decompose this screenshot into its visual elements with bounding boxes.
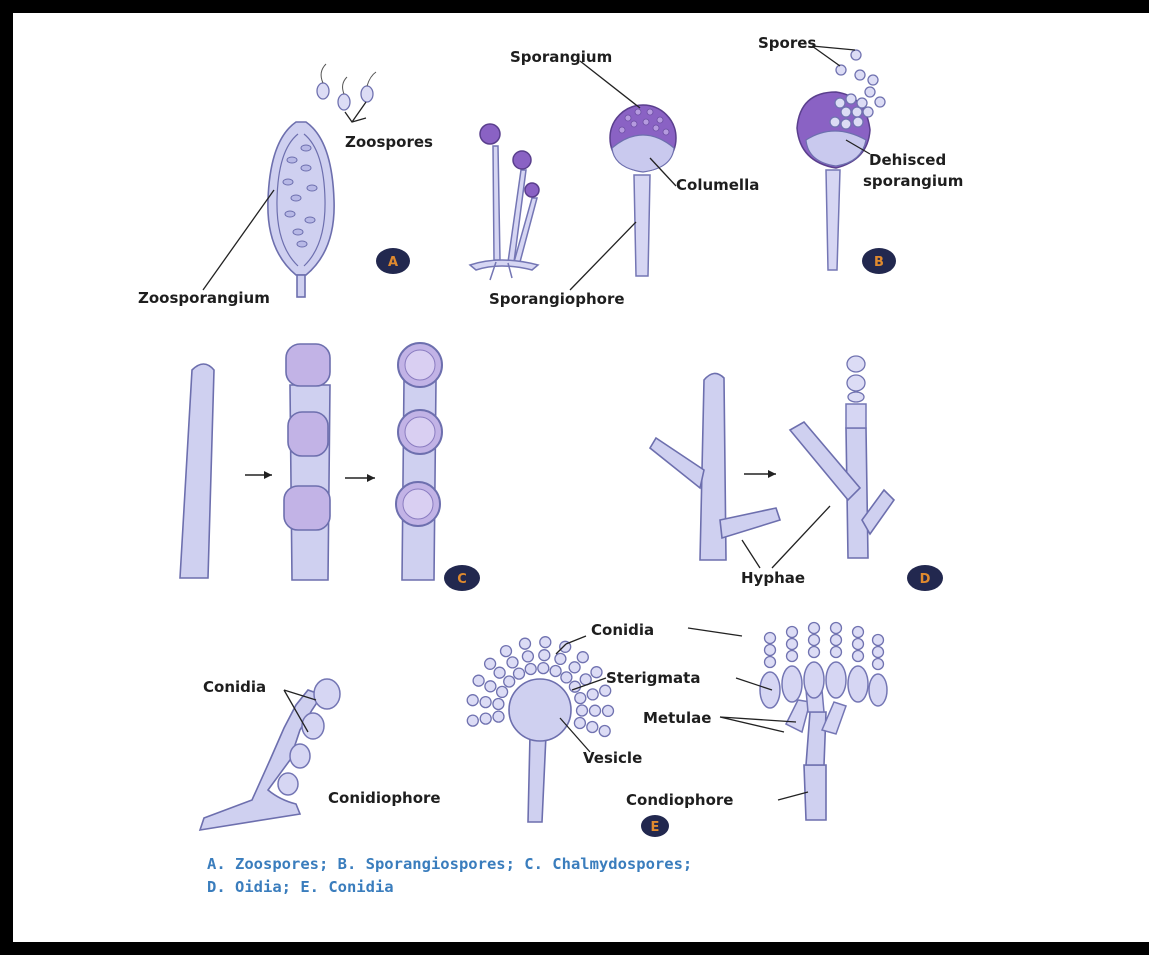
conidium-spore — [574, 718, 585, 729]
conidium-spore — [873, 635, 884, 646]
conidium-spore — [569, 681, 580, 692]
conidium-spore — [485, 681, 496, 692]
conidium-spore — [765, 633, 776, 644]
conidia-top-label: Conidia — [591, 621, 654, 639]
conidium-spore — [540, 637, 551, 648]
zoospores-illustration — [317, 64, 376, 110]
conidium-spore — [538, 663, 549, 674]
conidium-spore — [809, 647, 820, 658]
spores-label: Spores — [758, 34, 816, 52]
conidium-spore — [539, 650, 550, 661]
conidium-spore — [603, 705, 614, 716]
conidium-spore — [569, 662, 580, 673]
conidia-chain-illustration — [200, 679, 340, 830]
conidium-spore — [591, 667, 602, 678]
vesicle-conidiophore-illustration — [467, 637, 613, 822]
conidium-spore — [480, 697, 491, 708]
conidium-spore — [853, 651, 864, 662]
conidiophore-label: Conidiophore — [328, 789, 441, 807]
badge-b: B — [862, 248, 896, 274]
vesicle-label: Vesicle — [583, 749, 642, 767]
svg-text:E: E — [651, 820, 660, 835]
conidium-spore — [853, 627, 864, 638]
conidium-spore — [831, 623, 842, 634]
panel-d: Hyphae D — [650, 356, 943, 591]
panel-b: Sporangium Columella Sporangiophore Spor… — [489, 34, 963, 308]
conidium-spore — [809, 635, 820, 646]
conidium-spore — [765, 657, 776, 668]
sporangium-illustration — [610, 105, 676, 276]
conidium-spore — [507, 657, 518, 668]
sporangiophore-label: Sporangiophore — [489, 290, 625, 308]
conidium-spore — [485, 658, 496, 669]
conidium-spore — [765, 645, 776, 656]
conidium-spore — [873, 659, 884, 670]
conidium-spore — [525, 664, 536, 675]
conidium-spore — [577, 705, 588, 716]
conidia-left-label: Conidia — [203, 678, 266, 696]
conidium-spore — [555, 653, 566, 664]
conidium-spore — [467, 695, 478, 706]
conidium-spore — [599, 726, 610, 737]
hypha-before — [650, 373, 780, 560]
sterigmata-label: Sterigmata — [606, 669, 700, 687]
badge-d: D — [907, 565, 943, 591]
conidium-spore — [480, 713, 491, 724]
sporangium-label: Sporangium — [510, 48, 612, 66]
badge-e: E — [641, 815, 669, 837]
caption-line-1: A. Zoospores; B. Sporangiospores; C. Cha… — [207, 855, 692, 873]
metulae-label: Metulae — [643, 709, 711, 727]
zoosporangium-illustration — [268, 122, 334, 297]
conidium-spore — [787, 627, 798, 638]
conidium-spore — [873, 647, 884, 658]
conidium-spore — [514, 668, 525, 679]
hypha-after — [790, 356, 894, 558]
conidium-spore — [575, 693, 586, 704]
caption-line-2: D. Oidia; E. Conidia — [207, 878, 394, 896]
dehisced-label-line2: sporangium — [863, 172, 963, 190]
conidium-spore — [787, 651, 798, 662]
sporangiophore-cluster — [470, 124, 539, 280]
conidium-spore — [522, 651, 533, 662]
zoospores-label: Zoospores — [345, 133, 433, 151]
condiophore-label: Condiophore — [626, 791, 733, 809]
conidium-spore — [561, 672, 572, 683]
conidium-spore — [831, 647, 842, 658]
badge-a: A — [376, 248, 410, 274]
conidium-spore — [501, 646, 512, 657]
conidium-spore — [577, 652, 588, 663]
panel-e: Conidia Sterigmata Vesicle Conidiophore … — [200, 621, 887, 837]
panel-a: Zoospores Zoosporangium A — [138, 64, 539, 307]
conidium-spore — [587, 689, 598, 700]
conidium-spore — [831, 635, 842, 646]
conidium-spore — [787, 639, 798, 650]
columella-label: Columella — [676, 176, 759, 194]
conidium-spore — [550, 666, 561, 677]
conidium-spore — [493, 699, 504, 710]
svg-text:D: D — [920, 572, 931, 587]
zoosporangium-label: Zoosporangium — [138, 289, 270, 307]
conidium-spore — [853, 639, 864, 650]
conidium-spore — [809, 623, 820, 634]
conidium-spore — [587, 722, 598, 733]
conidium-spore — [497, 686, 508, 697]
conidium-spore — [493, 711, 504, 722]
conidium-spore — [467, 715, 478, 726]
hyphae-label: Hyphae — [741, 569, 805, 587]
conidium-spore — [590, 705, 601, 716]
dehisced-label-line1: Dehisced — [869, 151, 946, 169]
conidium-spore — [520, 638, 531, 649]
conidium-spore — [504, 676, 515, 687]
svg-text:C: C — [457, 572, 467, 587]
svg-text:B: B — [874, 255, 884, 270]
badge-c: C — [444, 565, 480, 591]
panel-c: C — [180, 343, 480, 591]
conidium-spore — [473, 675, 484, 686]
conidium-spore — [494, 667, 505, 678]
svg-text:A: A — [388, 255, 398, 270]
